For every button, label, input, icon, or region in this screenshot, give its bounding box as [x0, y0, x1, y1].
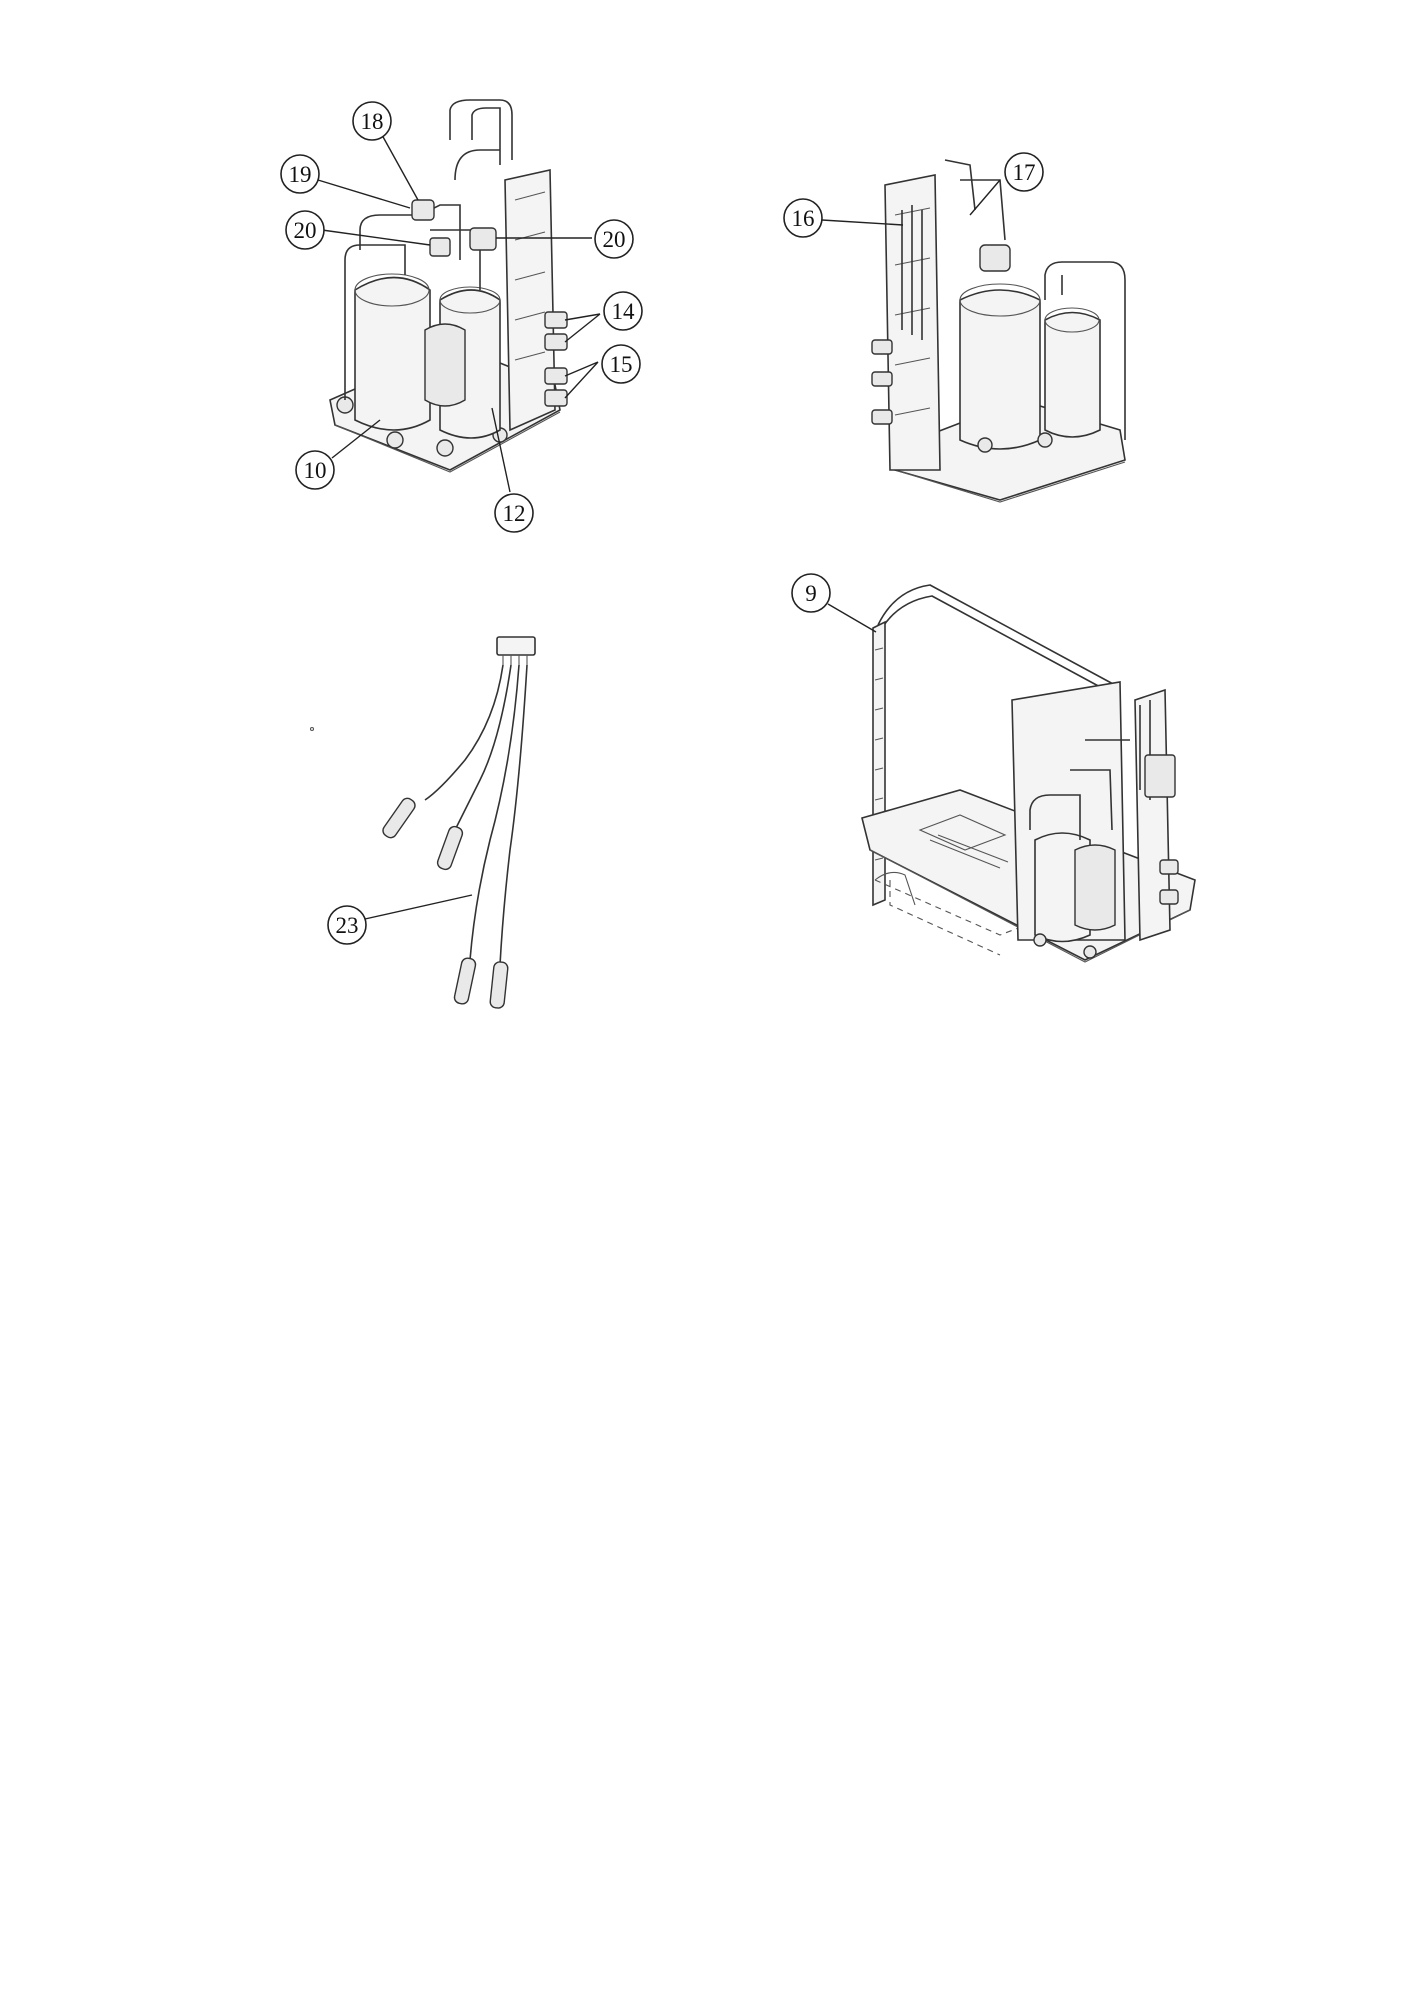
side-panel: [504, 169, 556, 432]
svg-text:15: 15: [610, 352, 633, 377]
callout-18: 18: [352, 101, 392, 141]
svg-text:9: 9: [805, 581, 817, 606]
compressor-assembly-rear: 17 16: [783, 152, 1126, 503]
service-valve: [1159, 859, 1179, 875]
side-panel: [1134, 688, 1171, 942]
callout-15: 15: [601, 344, 641, 384]
solenoid-coil: [411, 199, 435, 221]
callout-14: 14: [603, 291, 643, 331]
svg-text:12: 12: [503, 501, 526, 526]
terminal-box: [1144, 754, 1176, 798]
svg-text:19: 19: [289, 162, 312, 187]
callout-9: 9: [791, 573, 831, 613]
mounting-bolt: [1083, 945, 1097, 959]
service-valve: [544, 333, 568, 351]
mounting-bolt: [386, 431, 404, 449]
svg-text:20: 20: [294, 218, 317, 243]
thermistor-harness: 23: [309, 636, 536, 1009]
service-valve: [544, 389, 568, 407]
outdoor-unit-chassis: 9: [791, 573, 1196, 963]
drain-outline: [889, 880, 1001, 956]
service-valve: [871, 409, 893, 425]
callout-19: 19: [280, 154, 320, 194]
solenoid-coil: [469, 227, 497, 251]
accumulator-body: [1044, 311, 1101, 438]
accumulator-body: [1074, 844, 1116, 931]
callout-16: 16: [783, 198, 823, 238]
sensor-probe: [436, 825, 464, 871]
svg-text:14: 14: [612, 299, 636, 324]
svg-text:18: 18: [361, 109, 384, 134]
compressor-body: [354, 276, 431, 431]
callout-20: 20: [285, 210, 325, 250]
condenser-coil: [872, 620, 886, 907]
solenoid-coil: [429, 237, 451, 257]
connector: [496, 636, 536, 656]
service-valve: [871, 339, 893, 355]
callout-12: 12: [494, 493, 534, 533]
svg-text:17: 17: [1013, 160, 1036, 185]
mounting-bolt: [436, 439, 454, 457]
svg-text:16: 16: [792, 206, 815, 231]
svg-text:23: 23: [336, 913, 359, 938]
small-cylinder: [424, 323, 466, 407]
mounting-bolt: [1033, 933, 1047, 947]
mounting-bolt: [977, 437, 993, 453]
service-valve: [1159, 889, 1179, 905]
callout-17: 17: [1004, 152, 1044, 192]
callout-10: 10: [295, 450, 335, 490]
sensor-probe: [453, 957, 477, 1005]
service-valve: [544, 367, 568, 385]
svg-text:20: 20: [603, 227, 626, 252]
callout-23: 23: [327, 905, 367, 945]
compressor-assembly-front: 18 19 20 20 14 15 10 12: [280, 99, 643, 533]
service-valve: [544, 311, 568, 329]
sensor-probe: [382, 797, 416, 839]
solenoid-coil: [979, 244, 1011, 272]
mounting-bolt: [1037, 432, 1053, 448]
callout-20: 20: [594, 219, 634, 259]
svg-text:10: 10: [304, 458, 327, 483]
sensor-probe: [489, 961, 509, 1009]
service-valve: [871, 371, 893, 387]
compressor-body: [959, 289, 1041, 450]
